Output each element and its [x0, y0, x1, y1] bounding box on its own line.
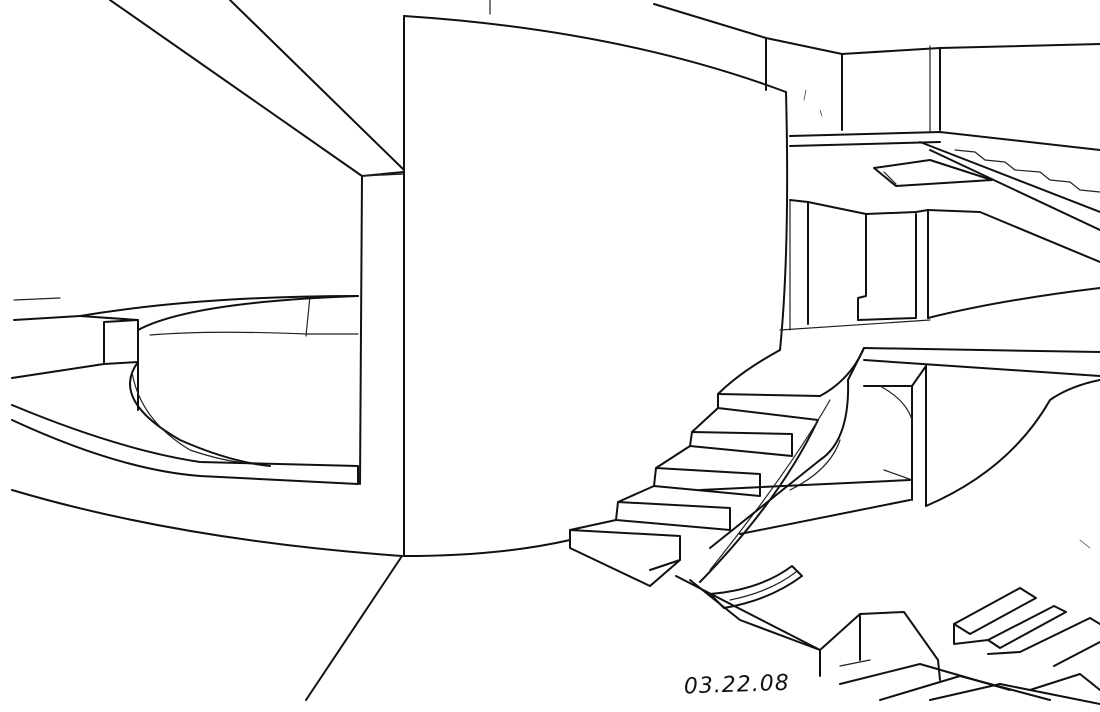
sketch-hatching	[803, 89, 1091, 549]
floor-opening	[873, 159, 993, 187]
floor-line	[305, 555, 403, 701]
upper-stair	[919, 141, 1100, 231]
lower-railings	[675, 479, 911, 651]
mid-right-openings	[779, 199, 1100, 331]
oval-balcony	[11, 295, 403, 557]
curved-step	[709, 565, 803, 609]
mezzanine-slab	[847, 347, 1100, 507]
sketch-date-label: 03.22.08	[683, 670, 791, 700]
upper-right-walls	[653, 3, 1100, 151]
lower-stair	[819, 587, 1100, 705]
upper-left-beam	[109, 0, 405, 177]
central-cylinder	[403, 0, 789, 557]
main-staircase	[569, 347, 865, 587]
left-pier	[359, 173, 405, 485]
